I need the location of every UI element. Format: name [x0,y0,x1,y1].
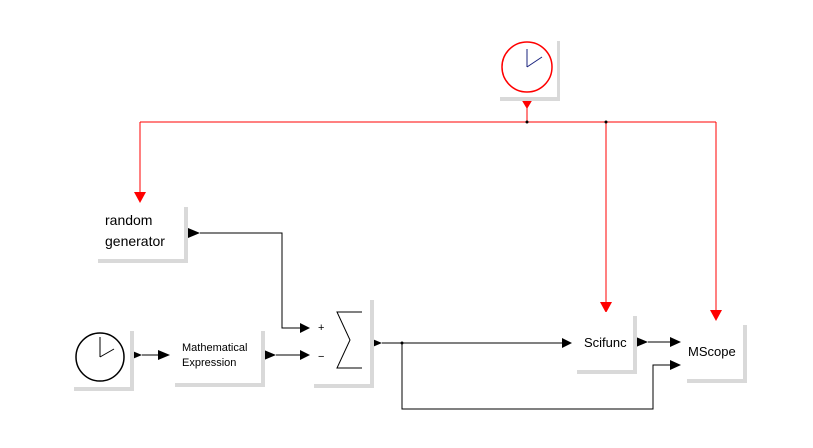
event-input-arrow-scifunc [600,302,612,313]
event-input-arrow-random [134,192,146,203]
expr-input-port[interactable] [158,350,170,360]
mscope-label: MScope [688,344,736,359]
summation-block[interactable]: + − [310,296,374,388]
data-link-sum-to-mscope[interactable] [401,343,670,410]
summation-minus-sign: − [318,351,324,363]
split-point [604,120,608,124]
math-expression-block[interactable]: Mathematical Expression [171,327,265,387]
mscope-input-port-2[interactable] [670,360,681,370]
split-point [525,120,529,124]
random-generator-block[interactable]: random generator [94,203,188,263]
split-points [400,120,608,345]
math-expression-label-line1: Mathematical [182,342,247,354]
scifunc-input-port[interactable] [562,338,572,348]
random-output-port[interactable] [188,228,200,238]
scifunc-block[interactable]: Scifunc [573,312,637,374]
event-input-arrow-mscope [710,310,722,321]
event-links [139,100,717,310]
random-generator-label-line2: generator [105,233,165,249]
event-clock-block[interactable] [497,37,560,101]
scifunc-label: Scifunc [584,335,627,350]
summation-plus-sign: + [318,322,324,334]
random-generator-label-line1: random [105,212,152,228]
sum-input-port-minus[interactable] [300,350,310,360]
mscope-block[interactable]: MScope [683,321,747,383]
sum-input-port-plus[interactable] [300,323,310,333]
clock-icon [501,41,553,93]
data-link-random-to-sum[interactable] [200,232,300,329]
clock-icon [75,332,125,382]
math-expression-label-line2: Expression [182,357,236,369]
data-links [142,232,670,410]
mscope-input-port-1[interactable] [670,337,681,347]
event-output-port[interactable] [521,99,533,109]
event-arrowheads [134,99,722,321]
clock-block[interactable] [70,327,134,391]
scifunc-output-port[interactable] [636,337,648,347]
expr-output-port[interactable] [264,350,276,360]
summation-sigma-icon [336,311,362,369]
